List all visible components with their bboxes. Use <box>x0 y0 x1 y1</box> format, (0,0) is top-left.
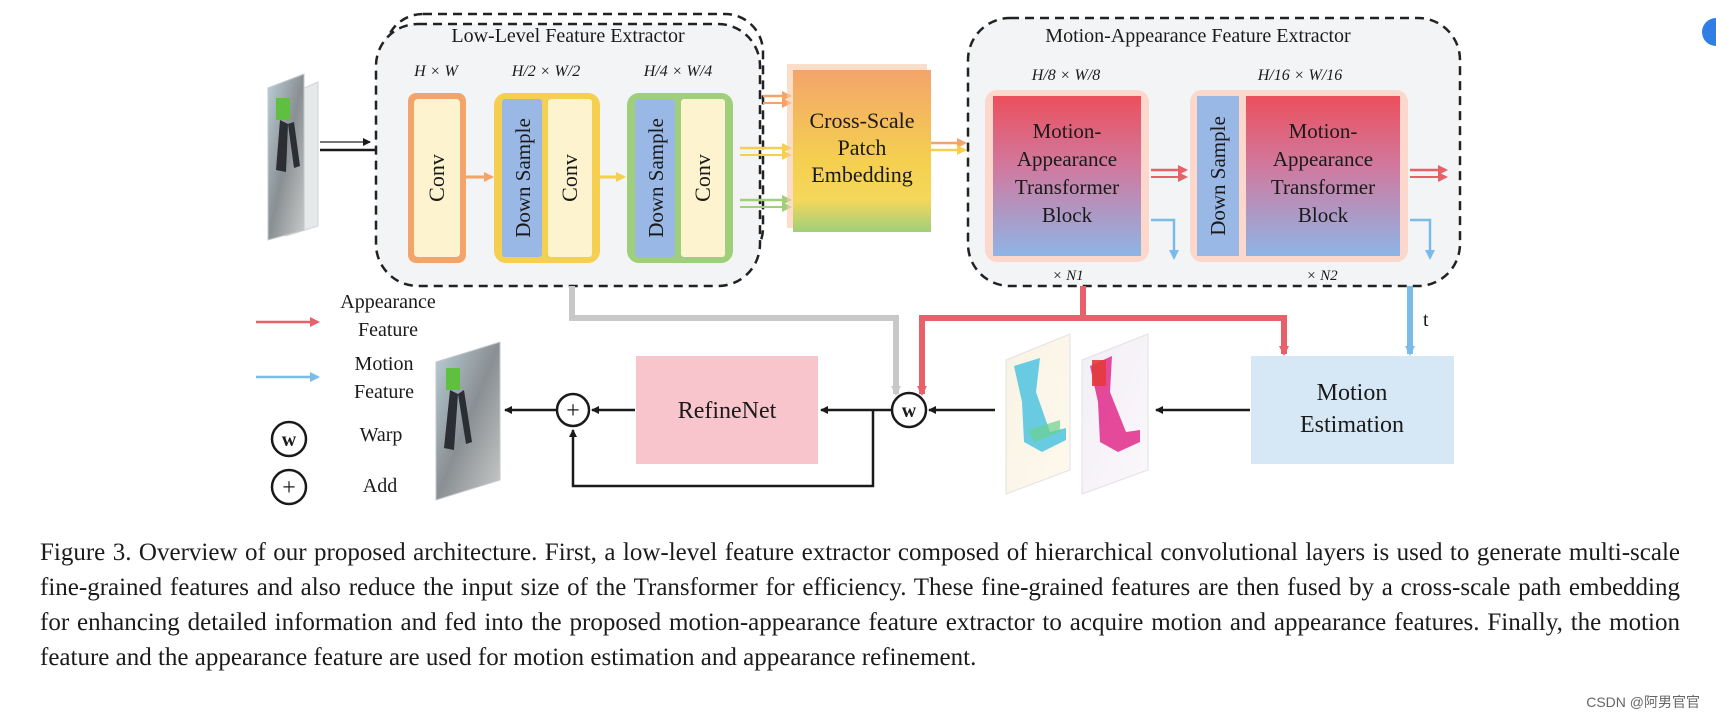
conv-label-2: Conv <box>557 154 582 202</box>
legend: Appearance Feature Motion Feature w Warp… <box>256 291 436 506</box>
arrow-block2-motion-out <box>1410 218 1435 260</box>
mat2-line1: Motion- <box>1289 119 1358 143</box>
scale-label-hxw: H × W <box>413 63 459 80</box>
motion-estimation-block: Motion Estimation <box>1251 356 1454 464</box>
watermark: CSDN @阿男官官 <box>1586 694 1700 710</box>
output-runner-shirt <box>446 368 460 390</box>
scale-label-h2w2: H/2 × W/2 <box>511 63 581 80</box>
legend-warp-symbol: w <box>282 429 297 451</box>
mat2-line3: Transformer <box>1271 175 1375 199</box>
repeat-label-n1: × N1 <box>1052 268 1083 284</box>
mat2-line4: Block <box>1298 203 1349 227</box>
flow-image-2 <box>1081 333 1149 495</box>
legend-add-icon <box>270 468 308 506</box>
mat2-line2: Appearance <box>1273 147 1373 171</box>
conv-label-3: Conv <box>690 154 715 202</box>
refinenet-label: RefineNet <box>678 398 777 424</box>
mat1-line2: Appearance <box>1017 147 1117 171</box>
repeat-label-n2: × N2 <box>1306 268 1338 284</box>
figure-caption: Figure 3. Overview of our proposed archi… <box>40 539 1680 671</box>
mat1-line1: Motion- <box>1033 119 1102 143</box>
mat1-line3: Transformer <box>1015 175 1119 199</box>
arrow-block1-motion-out <box>1151 218 1179 260</box>
conv-stage-3: Down Sample Conv <box>627 93 733 263</box>
scale-label-h16w16: H/16 × W/16 <box>1257 67 1343 84</box>
mat1-line4: Block <box>1042 203 1093 227</box>
motion-estimation-line2: Estimation <box>1300 412 1404 438</box>
appearance-connection-to-warp <box>917 286 1086 396</box>
arrows-to-cross-scale <box>740 91 792 212</box>
scale-label-h8w8: H/8 × W/8 <box>1031 67 1101 84</box>
output-frame <box>435 341 501 501</box>
motion-estimation-line1: Motion <box>1317 380 1388 406</box>
cross-scale-line1: Cross-Scale <box>809 108 914 133</box>
cross-scale-line2: Patch <box>838 135 887 160</box>
corner-avatar-badge[interactable] <box>1702 18 1716 46</box>
time-label: t <box>1423 309 1429 331</box>
skip-warp-to-add <box>569 410 875 488</box>
mat-block-1: Motion- Appearance Transformer Block <box>985 90 1149 262</box>
gray-skip-connection <box>569 286 901 396</box>
conv-label-1: Conv <box>424 154 449 202</box>
add-node-symbol: + <box>566 398 580 424</box>
conv-stage-2: Down Sample Conv <box>494 93 600 263</box>
legend-motion-line1: Motion <box>355 353 414 375</box>
runner-shirt <box>276 98 290 120</box>
flow-image-1 <box>1005 333 1071 495</box>
output-runner-legs <box>444 390 472 450</box>
legend-warp-icon <box>270 420 308 458</box>
legend-add-symbol: + <box>282 475 296 501</box>
conv-stage-1: Conv <box>408 93 466 263</box>
mat-block-2: Down Sample Motion- Appearance Transform… <box>1190 90 1408 262</box>
scale-label-h4w4: H/4 × W/4 <box>643 63 713 80</box>
low-level-title: Low-Level Feature Extractor <box>451 25 685 47</box>
low-level-feature-extractor: Low-Level Feature Extractor H × W H/2 × … <box>374 12 765 288</box>
down-sample-label-2: Down Sample <box>511 118 535 238</box>
legend-motion-line2: Feature <box>354 381 414 403</box>
cross-scale-patch-embedding: Cross-Scale Patch Embedding <box>787 64 931 232</box>
warp-node-symbol: w <box>902 400 917 422</box>
appearance-connection-to-motion-estimation <box>1083 315 1289 356</box>
cross-scale-line3: Embedding <box>811 162 912 187</box>
warp-node: w <box>890 391 928 429</box>
refinenet-block: RefineNet <box>636 356 818 464</box>
legend-add-label: Add <box>363 475 397 497</box>
motion-appearance-feature-extractor: Motion-Appearance Feature Extractor H/8 … <box>966 16 1462 288</box>
input-frames <box>267 73 319 241</box>
motion-appearance-title: Motion-Appearance Feature Extractor <box>1045 25 1351 47</box>
arrows-to-motion-appearance <box>931 138 967 155</box>
warp-node-icon <box>890 391 928 429</box>
add-node-icon <box>555 392 591 428</box>
legend-appearance-line1: Appearance <box>340 291 436 313</box>
down-sample-label-mat: Down Sample <box>1206 116 1230 236</box>
legend-appearance-line2: Feature <box>358 319 418 341</box>
down-sample-label-3: Down Sample <box>644 118 668 238</box>
legend-warp-label: Warp <box>360 424 403 446</box>
add-node: + <box>555 392 591 428</box>
runner-legs <box>276 120 300 172</box>
